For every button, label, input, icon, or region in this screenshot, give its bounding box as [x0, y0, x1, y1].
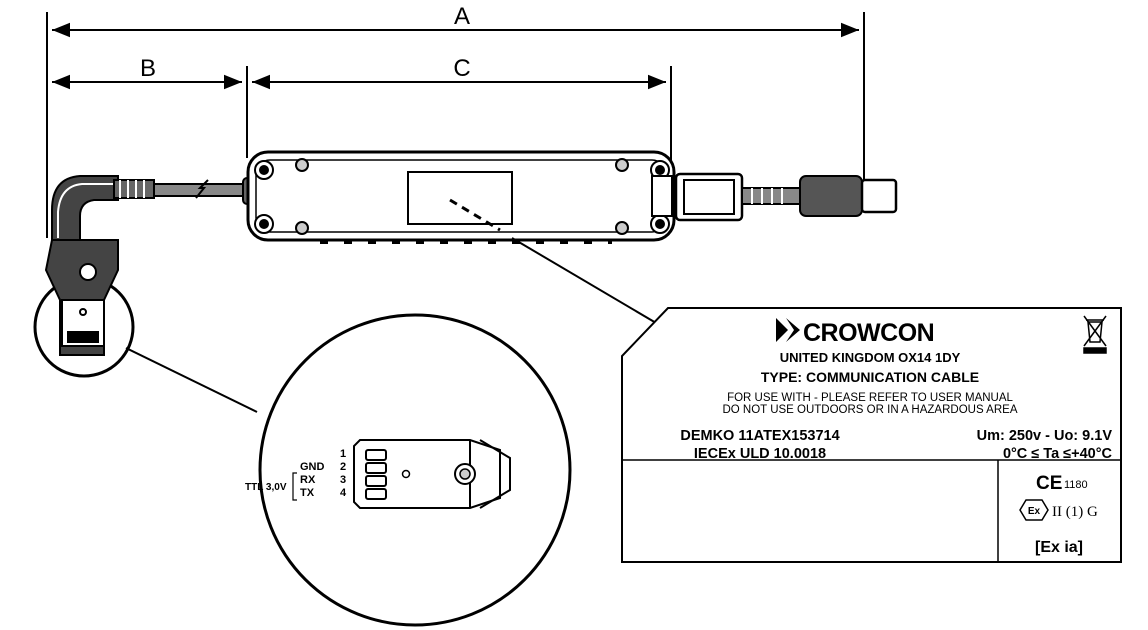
- dimension-lines: [46, 12, 865, 238]
- label-address: UNITED KINGDOM OX14 1DY: [780, 350, 961, 365]
- brand-name: CROWCON: [803, 319, 934, 347]
- pin-label-gnd: GND: [300, 461, 325, 473]
- ttl-voltage-label: TTL 3,0V: [245, 482, 287, 493]
- pinout-labels: 1 2 3 4 GND RX TX TTL 3,0V: [245, 448, 347, 501]
- label-warning-2: DO NOT USE OUTDOORS OR IN A HAZARDOUS AR…: [722, 404, 1017, 416]
- protection-type: [Ex ia]: [1035, 539, 1083, 556]
- pin-number-2: 2: [340, 461, 346, 473]
- label-warning-1: FOR USE WITH - PLEASE REFER TO USER MANU…: [727, 392, 1013, 404]
- atex-group: II (1) G: [1052, 504, 1098, 520]
- ce-notified-body: 1180: [1064, 479, 1088, 491]
- pin-label-rx: RX: [300, 474, 316, 486]
- label-cert-iecex: IECEx ULD 10.0018: [694, 446, 826, 462]
- connector-large-view: [258, 313, 572, 627]
- detail-leader-line: [125, 347, 258, 413]
- label-type: TYPE: COMMUNICATION CABLE: [761, 369, 979, 385]
- dimension-a-label: A: [454, 3, 470, 30]
- housing-label-area: [407, 171, 513, 225]
- ex-hexagon-icon: Ex: [1019, 499, 1049, 521]
- cable-break-symbol: [195, 179, 209, 199]
- connector-small-view: [33, 239, 135, 378]
- usb-plug-body: [799, 175, 863, 217]
- cable-assembly: [51, 150, 898, 244]
- svg-text:Ex: Ex: [1028, 506, 1041, 517]
- crossed-out-wheelie-bin-icon: [1083, 315, 1107, 354]
- right-angle-boot: [51, 175, 119, 241]
- usb-plug-tip: [860, 178, 898, 214]
- pin-number-3: 3: [340, 474, 346, 486]
- dimension-b-label: B: [140, 55, 156, 82]
- dimension-c-label: C: [453, 55, 470, 82]
- label-rating-voltage: Um: 250v - Uo: 9.1V: [977, 428, 1113, 444]
- pin-label-tx: TX: [300, 487, 315, 499]
- label-leader-line: [511, 237, 669, 331]
- label-cert-demko: DEMKO 11ATEX153714: [680, 428, 839, 444]
- pin-number-1: 1: [340, 448, 346, 460]
- product-label-plate: CROWCON UNITED KINGDOM OX14 1DY TYPE: CO…: [621, 307, 1122, 563]
- ce-mark-icon: CE: [1036, 473, 1062, 494]
- crowcon-logo-icon: [776, 318, 800, 342]
- pin-number-4: 4: [340, 487, 347, 499]
- label-rating-temperature: 0°C ≤ Ta ≤+40°C: [1003, 446, 1113, 462]
